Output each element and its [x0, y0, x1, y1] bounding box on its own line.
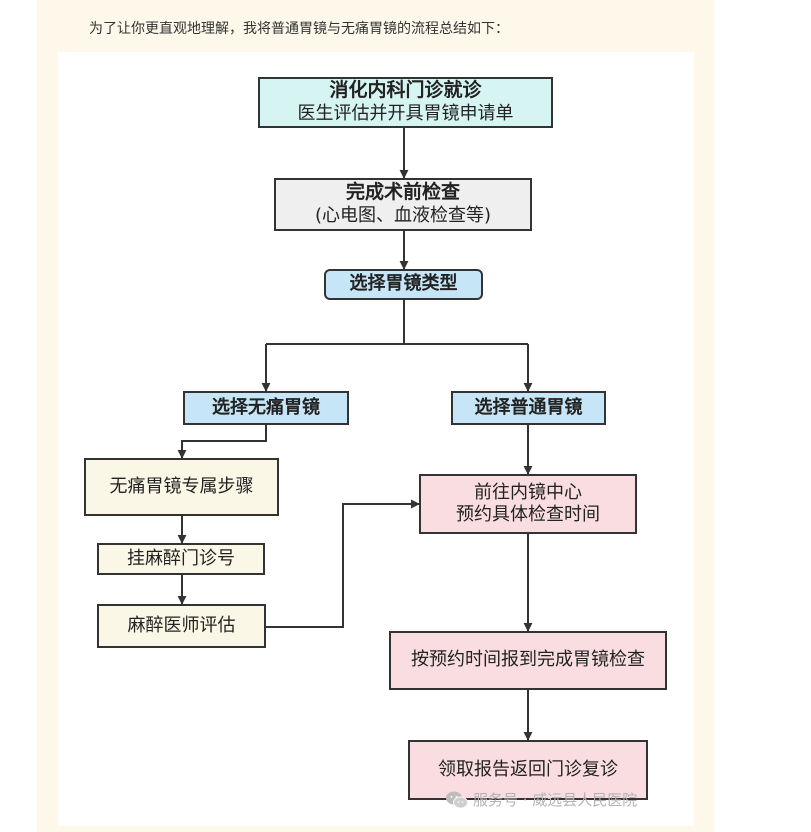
node-anesthesia-register: 挂麻醉门诊号: [97, 543, 265, 575]
node-painless-gastroscopy: 选择无痛胃镜: [183, 391, 349, 425]
arrow-painless-to-steps: [177, 425, 267, 459]
node-pre-check: 完成术前检查 (心电图、血液检查等): [274, 178, 532, 231]
node-painless-gastroscopy-label: 选择无痛胃镜: [212, 396, 320, 418]
node-pre-check-subtitle: (心电图、血液检查等): [314, 205, 492, 227]
node-outpatient-visit-subtitle: 医生评估并开具胃镜申请单: [297, 103, 514, 125]
node-choose-type-label: 选择胃镜类型: [349, 273, 458, 295]
arrow-eval-to-center: [266, 499, 420, 628]
wechat-icon: [446, 791, 468, 808]
node-painless-steps: 无痛胃镜专属步骤: [84, 458, 279, 516]
node-report: 领取报告返回门诊复诊: [408, 740, 648, 800]
node-exam-label: 按预约时间报到完成胃镜检查: [411, 649, 645, 671]
node-painless-steps-label: 无痛胃镜专属步骤: [109, 475, 254, 497]
node-endoscopy-center-line2: 预约具体检查时间: [456, 504, 600, 525]
node-anesthesia-eval: 麻醉医师评估: [97, 604, 266, 648]
node-endoscopy-center-line1: 前往内镜中心: [474, 481, 582, 503]
node-regular-gastroscopy: 选择普通胃镜: [451, 391, 606, 425]
watermark-text: 服务号 · 威远县人民医院: [473, 791, 638, 809]
node-report-label: 领取报告返回门诊复诊: [438, 758, 618, 780]
node-outpatient-visit-title: 消化内科门诊就诊: [329, 79, 482, 102]
node-outpatient-visit: 消化内科门诊就诊 医生评估并开具胃镜申请单: [258, 77, 553, 128]
watermark: 服务号 · 威远县人民医院: [445, 789, 637, 810]
intro-text: 为了让你更直观地理解，我将普通胃镜与无痛胃镜的流程总结如下：: [89, 21, 509, 37]
node-anesthesia-eval-label: 麻醉医师评估: [127, 614, 236, 636]
node-pre-check-title: 完成术前检查: [345, 181, 460, 204]
node-exam: 按预约时间报到完成胃镜检查: [389, 631, 667, 690]
node-regular-gastroscopy-label: 选择普通胃镜: [474, 396, 583, 418]
node-anesthesia-register-label: 挂麻醉门诊号: [127, 547, 235, 569]
node-endoscopy-center: 前往内镜中心 预约具体检查时间: [419, 474, 637, 534]
node-choose-type: 选择胃镜类型: [324, 269, 483, 300]
